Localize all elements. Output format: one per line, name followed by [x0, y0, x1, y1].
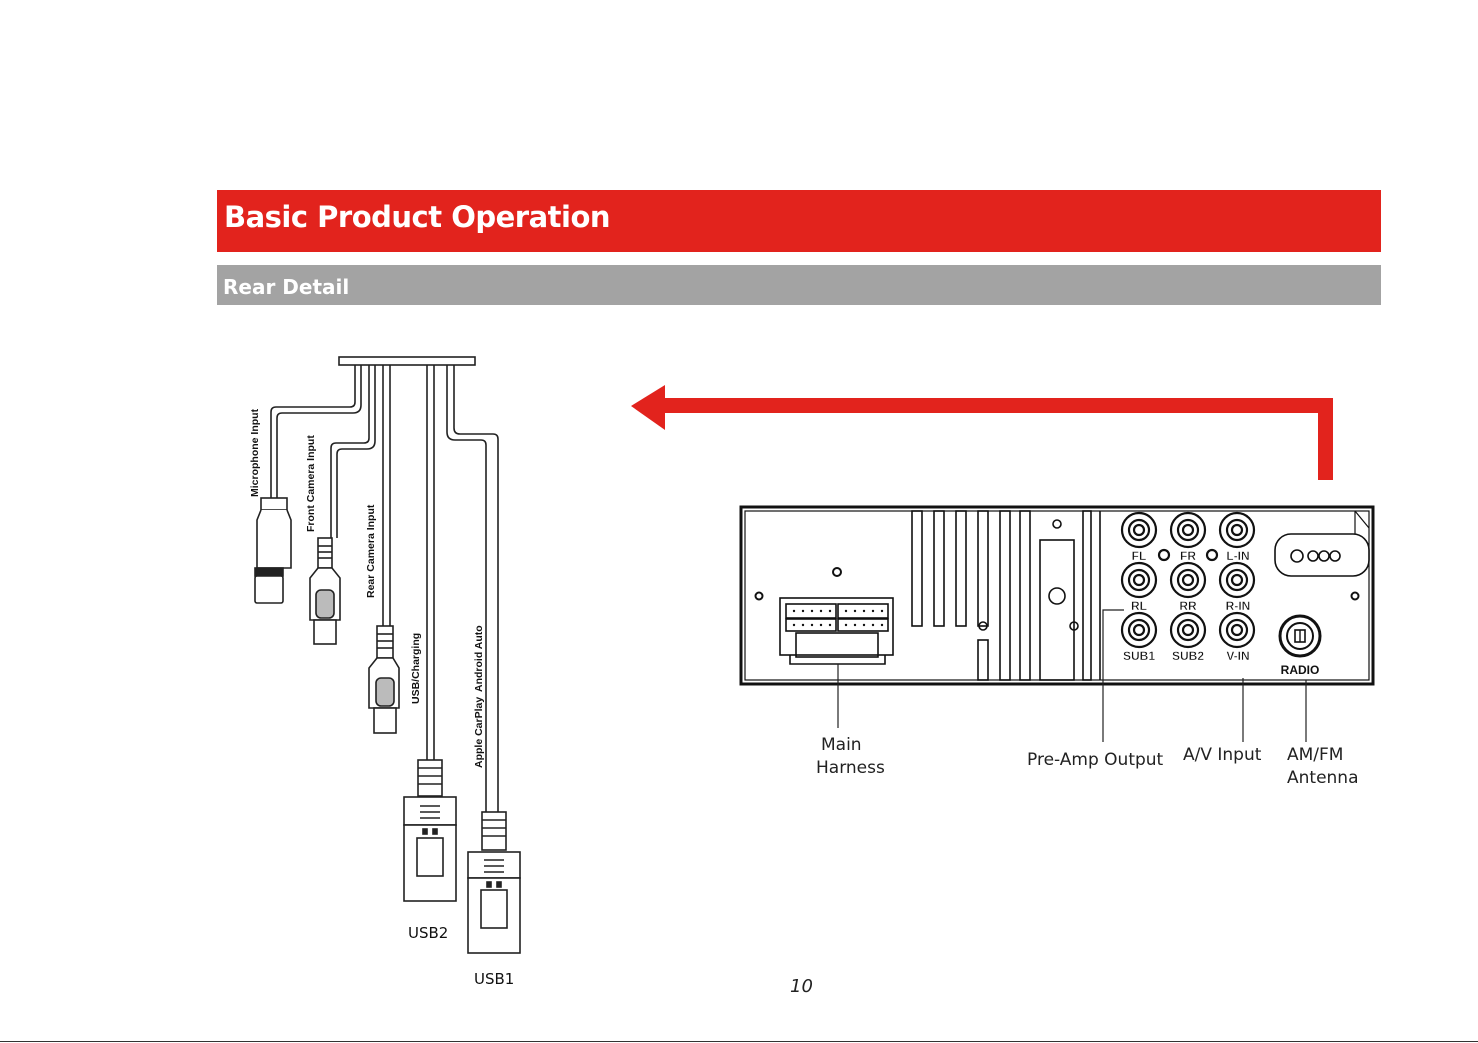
rin-label: R-IN [1226, 599, 1251, 613]
radio-label: RADIO [1281, 663, 1320, 677]
usb1-label: USB1 [474, 970, 514, 988]
jack-rin [1220, 563, 1254, 597]
microphone-plug [255, 498, 291, 603]
main-harness-label-line2: Harness [816, 758, 885, 778]
rear-camera-rca-plug [369, 626, 399, 733]
jack-fr [1171, 513, 1205, 547]
rl-label: RL [1131, 599, 1147, 613]
jack-fl [1122, 513, 1156, 547]
fl-label: FL [1132, 549, 1147, 563]
usb2-label: USB2 [408, 924, 448, 942]
fr-label: FR [1180, 549, 1196, 563]
preamp-output-label: Pre-Amp Output [1027, 750, 1164, 770]
front-camera-rca-plug [310, 538, 340, 644]
page-bottom-rule [0, 1041, 1478, 1042]
android-auto-label: Android Auto [473, 625, 485, 692]
page-number: 10 [790, 976, 813, 997]
amfm-label-line1: AM/FM [1287, 745, 1343, 765]
microphone-input-label: Microphone Input [249, 408, 261, 497]
front-camera-input-label: Front Camera Input [305, 435, 317, 532]
jack-sub1 [1122, 613, 1156, 647]
direction-arrow [631, 385, 1333, 480]
head-unit-rear-panel [741, 507, 1373, 684]
jack-lin [1220, 513, 1254, 547]
cable-harness [271, 357, 498, 812]
lin-label: L-IN [1226, 549, 1249, 563]
usb-charging-label: USB/Charging [410, 633, 422, 704]
radio-antenna-jack [1280, 616, 1320, 656]
jack-rr [1171, 563, 1205, 597]
rear-camera-input-label: Rear Camera Input [365, 504, 377, 598]
sub1-label: SUB1 [1123, 649, 1155, 663]
rr-label: RR [1179, 599, 1197, 613]
usb2-plug [404, 760, 456, 901]
vin-label: V-IN [1226, 649, 1249, 663]
sub2-label: SUB2 [1172, 649, 1204, 663]
av-input-label: A/V Input [1183, 745, 1262, 765]
main-harness-label-line1: Main [821, 735, 862, 755]
rca-jacks [1122, 513, 1254, 647]
apple-carplay-label: Apple CarPlay [473, 697, 485, 768]
jack-sub2 [1171, 613, 1205, 647]
jack-vin [1220, 613, 1254, 647]
jack-rl [1122, 563, 1156, 597]
amfm-label-line2: Antenna [1287, 768, 1359, 788]
usb1-plug [468, 812, 520, 953]
